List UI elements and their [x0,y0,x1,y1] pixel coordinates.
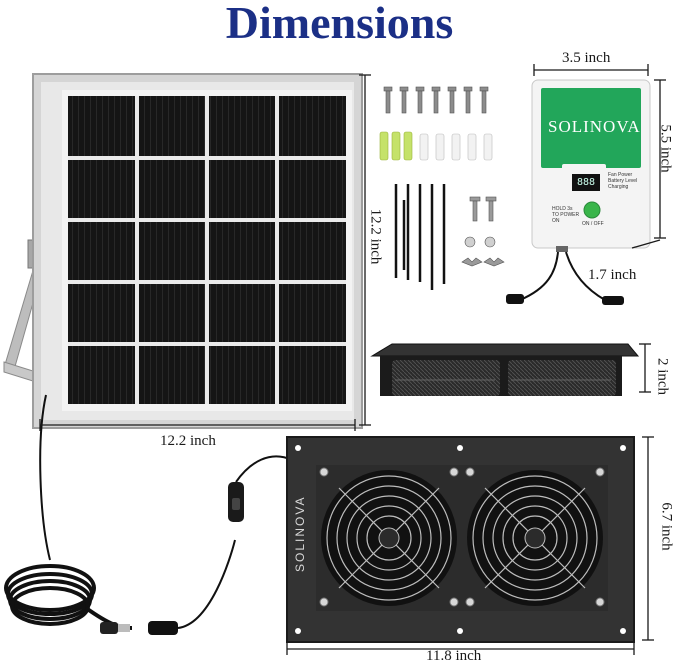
hardware-kit [379,86,505,290]
page-title: Dimensions [225,0,454,48]
onoff-label: ON / OFF [582,221,604,227]
fan-side-view [370,343,640,396]
inline-switch [177,455,293,629]
plate-height-label: 6.7 inch [658,502,675,551]
panel-width-label: 12.2 inch [160,433,216,449]
power-button[interactable] [584,202,600,218]
plate-width-label: 11.8 inch [426,648,482,664]
controller-display: 888 [572,174,600,191]
controller-box [506,79,651,305]
solar-panel [3,73,363,561]
fan-depth-label: 2 inch [654,357,671,396]
fan-plate [286,436,635,643]
controller-height-label: 5.5 inch [657,124,674,173]
controller-brand: SOLINOVA [548,117,641,136]
panel-height-label: 12.2 inch [367,208,384,265]
controller-depth-label: 1.7 inch [588,267,637,283]
cable-coil [4,564,133,630]
controller-width-label: 3.5 inch [562,50,611,66]
fan-plate-brand: SOLINOVA [293,495,307,572]
indicator-charging: Charging [608,184,629,190]
dc-connector [100,621,178,635]
button-caption: HOLD 3s TO POWER ON [552,206,580,224]
indicator-fan-power: Fan Power [608,172,633,178]
indicator-battery: Battery Level [608,178,638,184]
